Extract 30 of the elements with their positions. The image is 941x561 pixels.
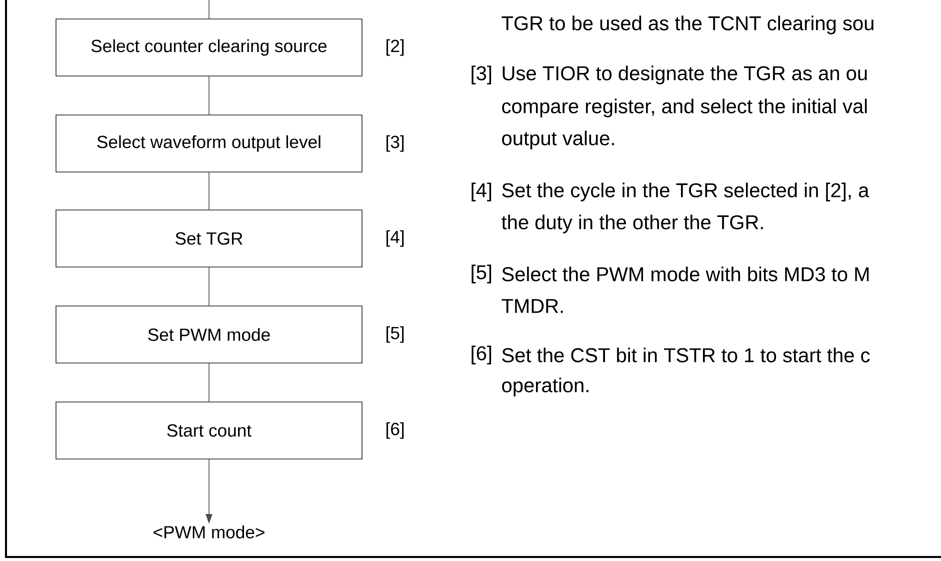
note-number: [3] — [472, 66, 492, 84]
note-text: Use TIOR to designate the TGR as an ou — [502, 66, 867, 84]
terminal-label: <PWM mode> — [154, 526, 264, 538]
step-number: [3] — [386, 135, 404, 152]
step-number: [4] — [386, 230, 404, 247]
note-text: operation. — [502, 378, 588, 396]
note-text: Set the CST bit in TSTR to 1 to start the c — [502, 348, 870, 362]
flow-line — [208, 0, 210, 19]
flow-line — [208, 267, 210, 306]
step-number: [5] — [386, 326, 404, 343]
flow-line — [208, 363, 210, 402]
note-text: output value. — [502, 130, 614, 150]
note-number: [6] — [472, 346, 492, 364]
flow-line — [208, 172, 210, 210]
note-text: compare register, and select the initial val — [502, 98, 867, 118]
process-box: Set PWM mode — [56, 306, 362, 364]
note-number: [4] — [472, 182, 492, 202]
flow-line — [208, 76, 210, 115]
note-number: [5] — [472, 264, 492, 284]
note-text: the duty in the other the TGR. — [502, 214, 763, 234]
process-box: Set TGR — [56, 210, 362, 268]
note-text: Select the PWM mode with bits MD3 to M — [502, 266, 869, 282]
note-text: TMDR. — [502, 299, 563, 313]
process-box: Start count — [56, 402, 362, 460]
note-text: TGR to be used as the TCNT clearing sou — [502, 16, 874, 34]
process-box: Select counter clearing source — [56, 18, 362, 76]
step-number: [6] — [386, 422, 404, 439]
process-box: Select waveform output level — [56, 114, 362, 172]
note-text: Set the cycle in the TGR selected in [2], a — [502, 182, 870, 202]
step-number: [2] — [386, 39, 404, 56]
